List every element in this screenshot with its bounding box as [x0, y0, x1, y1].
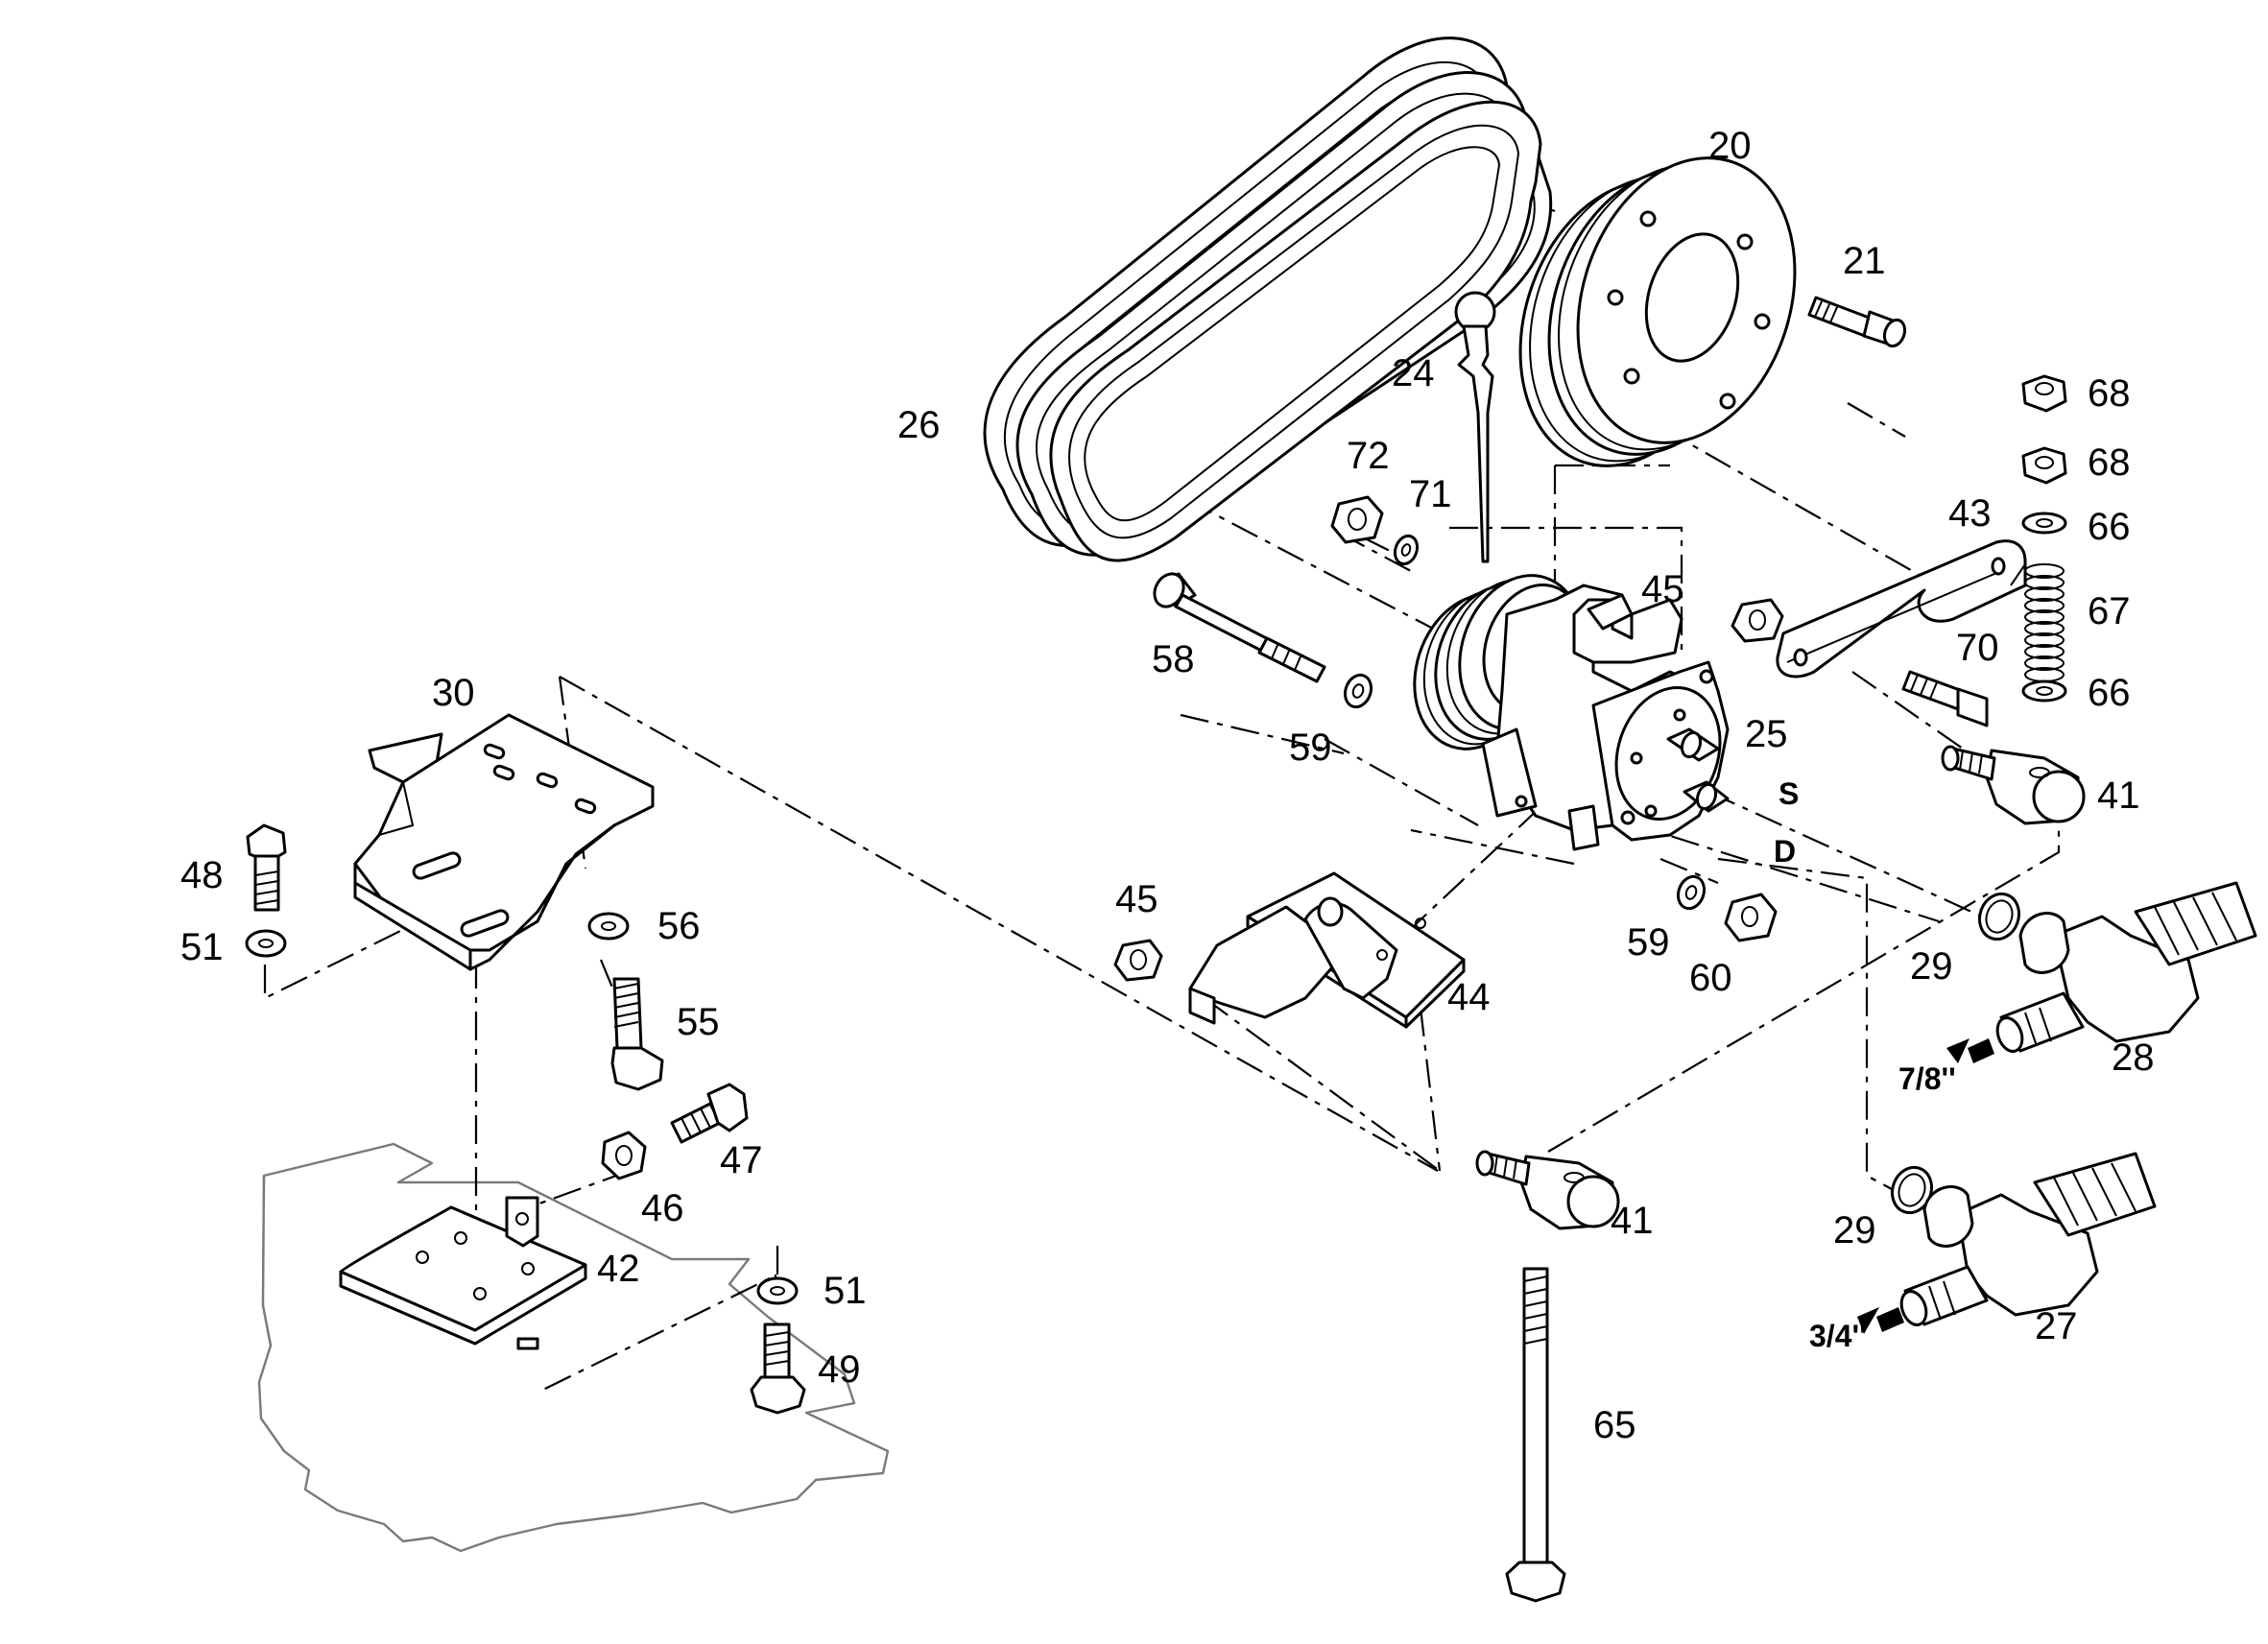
hinge-bracket-44 — [1188, 871, 1466, 1029]
key-pin — [1454, 291, 1496, 563]
nut-46 — [601, 1131, 647, 1180]
o-ring-29-upper — [1977, 892, 2021, 941]
label-72: 72 — [1347, 435, 1390, 477]
label-68-lower: 68 — [2088, 441, 2131, 484]
label-51-left: 51 — [180, 926, 224, 968]
label-46: 46 — [641, 1187, 684, 1229]
label-66-upper: 66 — [2088, 506, 2131, 548]
tension-block-41-upper — [1941, 745, 2086, 825]
label-25: 25 — [1745, 713, 1788, 755]
service-valve-28 — [1995, 881, 2257, 1053]
pulley — [1518, 156, 1797, 467]
label-45-lower: 45 — [1115, 878, 1158, 920]
fitting-size-upper: 7/8'' — [1898, 1061, 1956, 1096]
label-66-lower: 66 — [2088, 672, 2131, 714]
label-45-upper: 45 — [1641, 568, 1684, 610]
flow-arrows — [1857, 1038, 1994, 1334]
threaded-rod-65 — [1505, 1267, 1566, 1603]
label-58: 58 — [1152, 638, 1195, 680]
fitting-size-lower: 3/4'' — [1809, 1319, 1867, 1353]
label-20: 20 — [1708, 125, 1752, 167]
label-29-lower: 29 — [1833, 1209, 1876, 1251]
o-ring-29-lower — [1890, 1165, 1934, 1215]
washer-56 — [587, 912, 630, 941]
bolt-48 — [246, 823, 287, 912]
base-plate-outline — [257, 1142, 890, 1553]
port-labels: S D 7/8'' 3/4'' — [1774, 776, 1956, 1353]
label-70: 70 — [1956, 627, 1999, 669]
label-29-upper: 29 — [1910, 945, 1953, 988]
label-24: 24 — [1392, 352, 1435, 394]
label-65: 65 — [1593, 1404, 1636, 1446]
label-27: 27 — [2035, 1305, 2078, 1347]
label-44: 44 — [1447, 976, 1491, 1018]
label-41-upper: 41 — [2097, 774, 2140, 817]
label-59-upper: 59 — [1289, 727, 1332, 769]
service-valve-27 — [1899, 1152, 2157, 1326]
nut-72 — [1330, 495, 1384, 544]
suction-port-label: S — [1779, 776, 1799, 811]
label-21: 21 — [1843, 240, 1886, 282]
label-49: 49 — [818, 1348, 861, 1391]
bolt-70 — [1901, 670, 1989, 727]
washer-51-left — [245, 929, 287, 958]
label-42: 42 — [597, 1248, 640, 1290]
bolt-47 — [670, 1083, 749, 1144]
part-labels: 20 21 24 25 26 27 28 29 29 30 41 41 42 4… — [180, 125, 2155, 1446]
washer-71 — [1393, 534, 1420, 566]
link-arm-43 — [1776, 539, 2027, 679]
washer-51-right — [756, 1276, 799, 1305]
base-plate-42 — [339, 1196, 587, 1350]
label-43: 43 — [1948, 492, 1992, 535]
long-bolt-58 — [1153, 572, 1326, 683]
label-55: 55 — [677, 1001, 720, 1043]
washer-59-upper — [1343, 673, 1373, 709]
tension-block-41-lower — [1475, 1150, 1620, 1230]
label-48: 48 — [180, 854, 224, 896]
v-belt — [983, 36, 1553, 562]
nut-45-upper — [1731, 598, 1784, 643]
washer-59-lower — [1676, 874, 1707, 911]
label-71: 71 — [1409, 473, 1452, 515]
bolt-55 — [610, 977, 664, 1091]
label-60: 60 — [1689, 957, 1732, 999]
stack-68-66-67 — [2021, 374, 2067, 703]
label-28: 28 — [2112, 1036, 2155, 1079]
compressor — [1413, 574, 1730, 851]
label-41-lower: 41 — [1611, 1200, 1654, 1242]
nut-60 — [1724, 893, 1778, 942]
label-56: 56 — [657, 905, 701, 947]
label-67: 67 — [2088, 590, 2131, 632]
label-68-upper: 68 — [2088, 372, 2131, 415]
label-30: 30 — [432, 672, 475, 714]
label-26: 26 — [897, 404, 941, 446]
discharge-port-label: D — [1774, 834, 1796, 869]
label-51-right: 51 — [824, 1270, 867, 1312]
label-59-lower: 59 — [1627, 921, 1670, 964]
bolt-49 — [750, 1322, 806, 1415]
label-47: 47 — [720, 1139, 763, 1181]
mounting-bracket-30 — [353, 713, 655, 971]
nut-45-lower — [1113, 939, 1163, 982]
socket-head-screw — [1807, 296, 1907, 348]
